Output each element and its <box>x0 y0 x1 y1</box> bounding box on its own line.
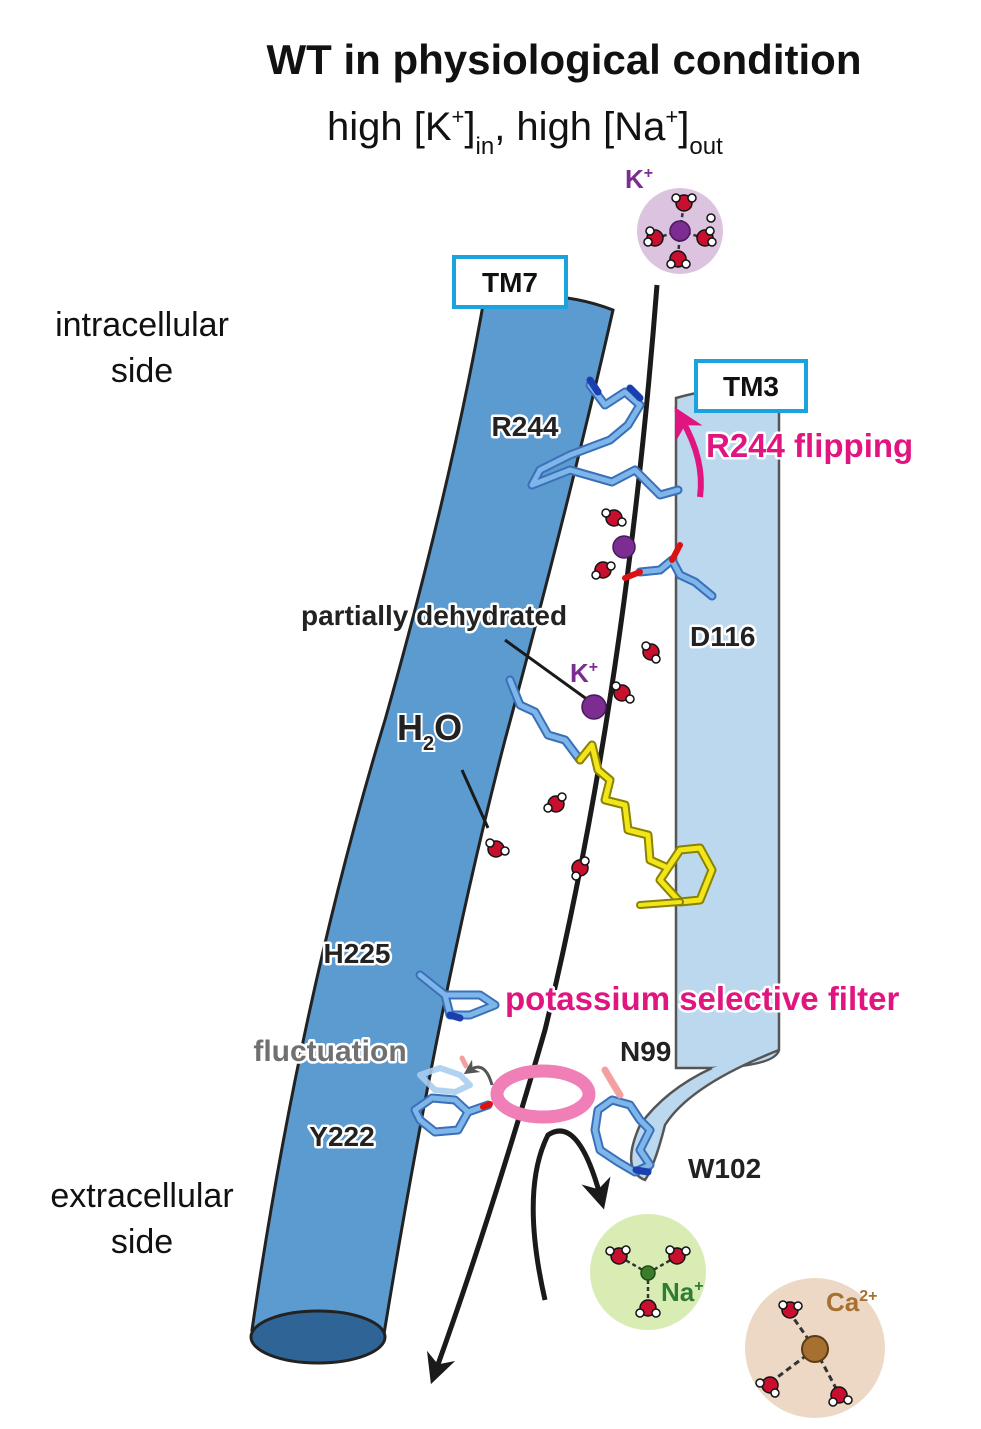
intracellular-label-line2: side <box>111 352 173 390</box>
ca-label: Ca2+ <box>826 1287 878 1317</box>
n99-w102-residues <box>590 1066 655 1177</box>
subtitle-part4: ] <box>678 105 689 149</box>
partially-dehydrated-label: partially dehydrated <box>301 600 567 631</box>
subtitle-part3: , high [Na <box>494 105 666 149</box>
n99-label: N99 <box>620 1036 671 1067</box>
extracellular-label-line2: side <box>111 1223 173 1261</box>
fluctuation-arrow <box>463 1059 494 1086</box>
r244-residue <box>527 376 683 500</box>
y222-residue <box>410 1055 493 1137</box>
y222-label: Y222 <box>309 1121 374 1152</box>
h2o-label: H2O <box>397 707 462 755</box>
tm3-label-box <box>694 359 808 413</box>
r244-label: R244 <box>492 411 559 442</box>
extracellular-label-line1: extracellular <box>50 1177 233 1215</box>
figure-title: WT in physiological condition <box>267 36 862 83</box>
lysine-linker <box>505 675 585 765</box>
water-molecule <box>601 508 627 527</box>
hydrated-calcium <box>745 1278 885 1418</box>
selective-filter-ring <box>490 1064 596 1124</box>
ion-pathway-arrow <box>426 284 660 1385</box>
potassium-ion-dehydrated <box>581 694 607 720</box>
w102-label: W102 <box>688 1153 761 1184</box>
na-label: Na+ <box>661 1277 704 1307</box>
intracellular-label-line1: intracellular <box>55 306 229 344</box>
k-dehydrated-label: K+ <box>570 658 598 688</box>
potassium-selective-filter-label: potassium selective filter <box>505 980 899 1017</box>
water-molecule <box>571 856 590 881</box>
subtitle-sub2: out <box>689 133 723 160</box>
subtitle-sup2: + <box>665 104 678 129</box>
r244-flipping-arrow <box>674 406 704 498</box>
dehydrated-leader-line <box>504 638 589 702</box>
water-molecule <box>543 792 567 813</box>
d116-residue <box>622 542 717 601</box>
tm7-label: TM7 <box>482 267 538 298</box>
water-molecule <box>641 641 661 664</box>
subtitle-part1: high [K <box>327 105 452 149</box>
water-molecule <box>591 561 616 580</box>
water-molecules <box>485 508 661 881</box>
tm3-label: TM3 <box>723 371 779 402</box>
k-top-label: K+ <box>625 164 653 194</box>
subtitle-part2: ] <box>464 105 475 149</box>
figure-subtitle: high [K+]in, high [Na+]out <box>327 104 723 160</box>
subtitle-sub1: in <box>476 133 495 160</box>
hydrated-potassium <box>637 188 723 274</box>
water-molecule <box>611 681 635 704</box>
subtitle-sup1: + <box>452 104 465 129</box>
d116-label: D116 <box>690 621 755 652</box>
fluctuation-label: fluctuation <box>253 1035 406 1068</box>
na-exit-arrow <box>530 1128 611 1301</box>
hydrated-sodium <box>590 1214 706 1330</box>
potassium-ion-upper <box>612 535 636 559</box>
tm7-label-box <box>452 255 568 309</box>
water-molecule <box>485 838 510 858</box>
h225-residue <box>415 970 500 1022</box>
r244-flipping-label: R244 flipping <box>706 427 913 464</box>
h225-label: H225 <box>324 938 391 969</box>
retinal-chromophore <box>575 740 717 909</box>
h2o-leader-line <box>460 769 490 829</box>
